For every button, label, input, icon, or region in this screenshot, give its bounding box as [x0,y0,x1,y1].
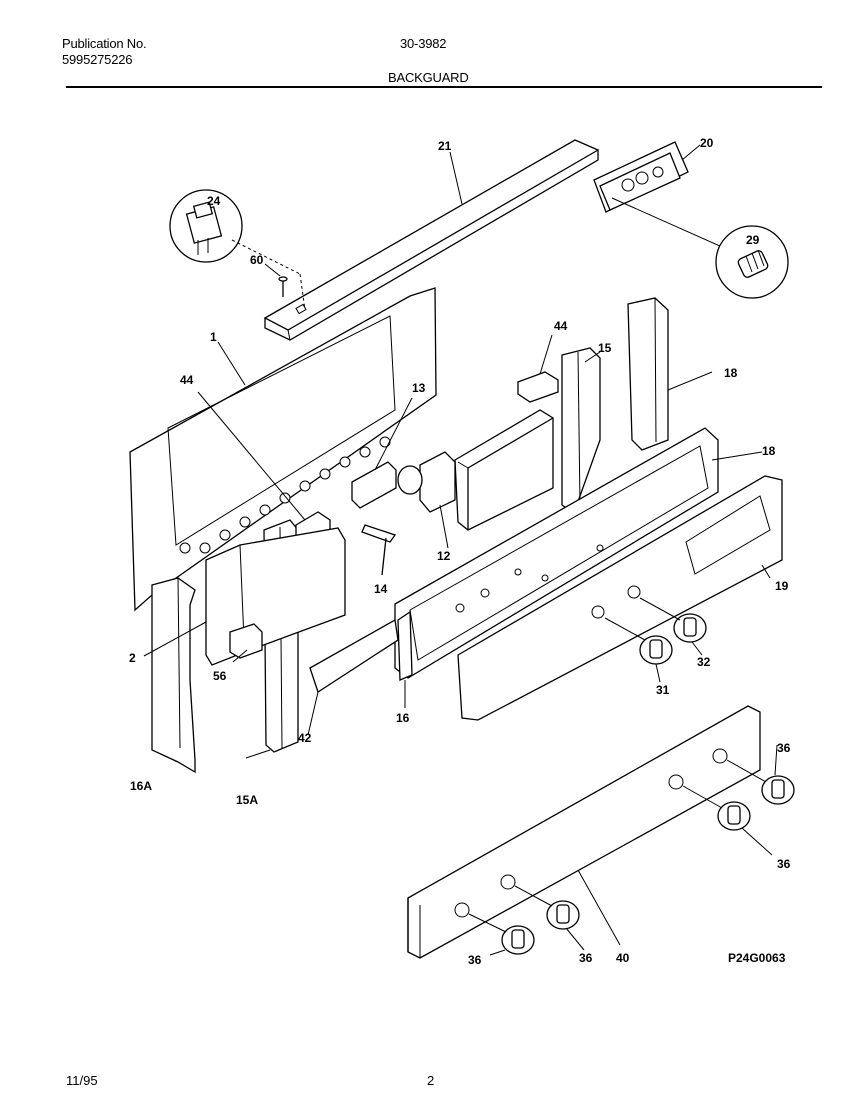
part-32-knob [627,585,707,656]
part-14-bracket [361,524,397,576]
callout-18-upper: 18 [724,366,738,380]
part-36-knob-d [468,913,535,956]
callout-44-left: 44 [180,373,194,387]
callout-2: 2 [129,651,136,665]
page-number: 2 [427,1073,435,1088]
part-56-clip [229,623,263,663]
part-main-control-panel [394,427,719,679]
callout-36-b: 36 [777,857,791,871]
callout-15: 15 [598,341,612,355]
model-number: 30-3982 [400,36,447,51]
callout-19: 19 [775,579,789,593]
publication-number: 5995275226 [62,52,133,67]
part-42-channel [307,618,399,736]
part-29-knob [715,225,789,299]
callout-15a: 15A [236,793,258,807]
callout-32: 32 [697,655,711,669]
part-44-right-clip [517,334,559,403]
part-40-lower-panel [407,705,761,959]
callout-29: 29 [746,233,760,247]
callout-31: 31 [656,683,670,697]
callout-44-right: 44 [554,319,568,333]
callout-1: 1 [210,330,217,344]
section-title: BACKGUARD [388,70,469,85]
part-19-glass-panel [457,475,783,721]
part-24-switch [169,189,306,311]
callout-18-lower: 18 [762,444,776,458]
callout-42: 42 [298,731,312,745]
part-1-back-panel [129,287,437,612]
callout-60: 60 [250,253,264,267]
part-15-right-bracket [561,347,601,513]
callout-16: 16 [396,711,410,725]
callout-12: 12 [437,549,451,563]
callout-36-a: 36 [777,741,791,755]
callout-21: 21 [438,139,452,153]
part-36-knob-b [682,785,773,856]
drawing-id: P24G0063 [728,951,786,965]
part-18-upper-end-cap [627,297,713,451]
callout-40: 40 [616,951,630,965]
callout-56: 56 [213,669,227,683]
part-36-knob-c [514,885,585,951]
publication-label: Publication No. [62,36,147,51]
part-13-terminal [351,397,413,509]
callout-14: 14 [374,582,388,596]
callout-16a: 16A [130,779,152,793]
callout-36-c: 36 [579,951,593,965]
part-36-knob-a [726,744,795,805]
footer-date: 11/95 [66,1073,98,1088]
callout-labels: 21 20 24 60 29 1 44 13 44 15 18 18 19 12… [129,136,791,967]
callout-20: 20 [700,136,714,150]
part-60-screw [264,263,288,297]
callout-13: 13 [412,381,426,395]
callout-36-d: 36 [468,953,482,967]
callout-24: 24 [207,194,221,208]
part-16a-end-cap [151,577,196,774]
part-20-clock-module [593,141,741,256]
part-31-knob [591,605,673,683]
leader-lines [143,144,763,759]
part-16-trim-strip [397,610,413,708]
header-rule [66,86,822,88]
part-12-control-box [397,409,554,531]
part-21-top-trim [263,139,600,341]
